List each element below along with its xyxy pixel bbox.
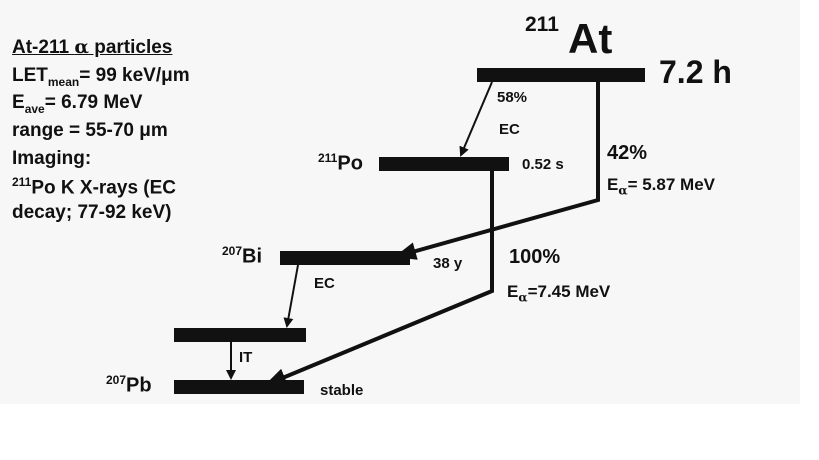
at-to-bi-alpha-arrow: [394, 82, 600, 260]
pb207-level-bar: [174, 380, 304, 394]
at-to-po-percent: 58%: [497, 89, 528, 106]
po211-level-bar: [379, 157, 509, 171]
pb207-halflife: stable: [320, 382, 364, 399]
pb207-isomer-level-bar: [174, 328, 306, 342]
info-xray-line2: decay; 77-92 keV): [12, 202, 172, 223]
po-to-pb-energy: Eα=7.45 MeV: [507, 282, 611, 305]
diagram-panel: [0, 0, 800, 404]
po-to-pb-alpha-arrow: [264, 171, 494, 386]
info-xray-line1: 211Po K X-rays (EC: [12, 175, 177, 199]
at-to-bi-percent: 42%: [607, 142, 648, 164]
info-imaging: Imaging:: [12, 148, 92, 169]
info-let: LETmean= 99 keV/μm: [12, 65, 190, 89]
at211-level-bar: [477, 68, 645, 82]
bi207-level-bar: [280, 251, 410, 265]
po-to-pb-percent: 100%: [509, 246, 561, 268]
info-eave: Eave= 6.79 MeV: [12, 92, 143, 116]
isomer-to-pb-mode: IT: [239, 349, 253, 366]
bi-to-isomer-ec-arrow: [283, 264, 299, 328]
po211-label: 211Po: [318, 151, 363, 175]
at-to-bi-energy: Eα= 5.87 MeV: [607, 175, 715, 198]
at211-mass-number: 211: [525, 13, 559, 36]
bi207-label: 207Bi: [222, 244, 263, 268]
po211-halflife: 0.52 s: [522, 156, 564, 173]
bi207-halflife: 38 y: [433, 255, 463, 272]
info-range: range = 55-70 μm: [12, 120, 168, 141]
at211-symbol: At: [568, 15, 613, 62]
at-to-po-ec-arrow: [459, 81, 493, 157]
bi-to-isomer-mode: EC: [314, 275, 335, 292]
pb207-label: 207Pb: [106, 373, 152, 397]
at-to-po-mode: EC: [499, 121, 520, 138]
at211-halflife: 7.2 h: [659, 54, 732, 90]
info-title: At-211 α particles: [12, 36, 173, 58]
